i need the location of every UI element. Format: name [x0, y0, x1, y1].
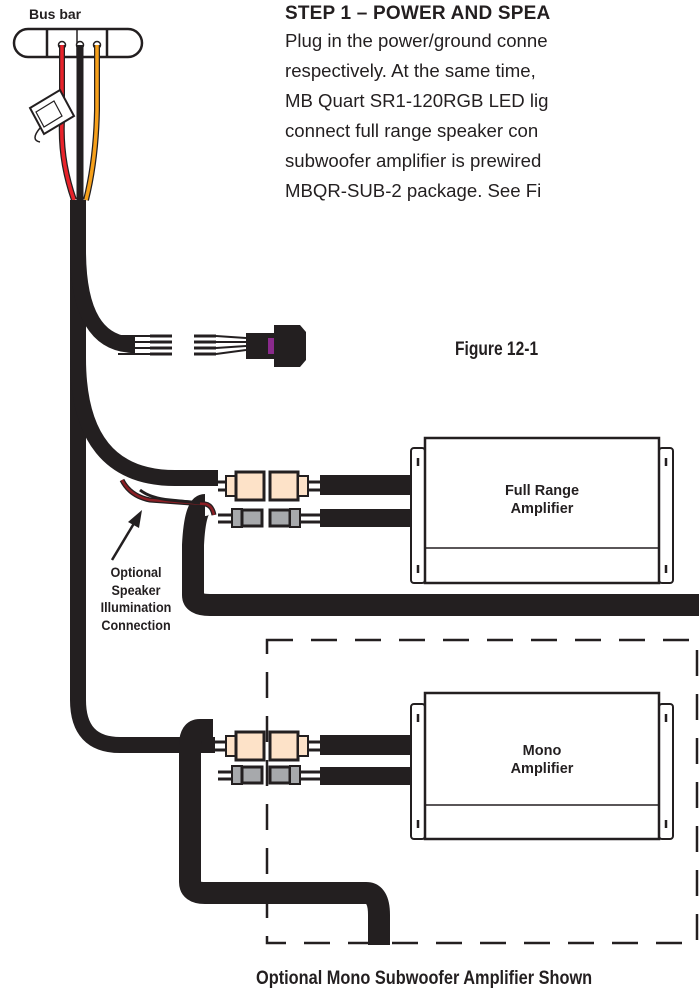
full-range-amp-label-line-2: Amplifier — [510, 501, 574, 517]
bus-bar-label: Bus bar — [29, 6, 82, 22]
mono-amp-label: Mono Amplifier — [462, 742, 622, 778]
mono-amp-label-line-2: Amplifier — [510, 761, 574, 777]
full-range-amp-label: Full Range Amplifier — [462, 482, 622, 518]
instruction-line-2: respectively. At the same time, — [285, 60, 536, 81]
full-range-connectors — [218, 470, 320, 528]
illumination-label-line-3: Illumination — [100, 599, 172, 615]
mono-amp-label-line-1: Mono — [522, 743, 562, 759]
illumination-plug-pair — [118, 325, 306, 367]
optional-box — [265, 638, 699, 945]
instruction-line-4: connect full range speaker con — [285, 120, 539, 141]
illumination-wires — [119, 478, 217, 516]
inline-fuse — [28, 88, 76, 143]
figure-caption: Optional Mono Subwoofer Amplifier Shown — [256, 968, 593, 989]
mono-connectors — [213, 730, 320, 785]
instruction-line-6: MBQR-SUB-2 package. See Fi — [285, 180, 542, 201]
wire-harness — [70, 200, 699, 945]
illumination-arrow — [110, 510, 142, 561]
instruction-line-3: MB Quart SR1-120RGB LED lig — [285, 90, 549, 111]
full-range-amp-label-line-1: Full Range — [504, 483, 580, 499]
step-heading: STEP 1 – POWER AND SPEA — [285, 3, 551, 24]
illumination-label-line-4: Connection — [101, 616, 171, 633]
full-range-amplifier — [410, 436, 674, 585]
orange-wire — [84, 45, 99, 201]
instruction-line-1: Plug in the power/ground conne — [285, 30, 548, 51]
illumination-label-line-1: Optional — [110, 564, 162, 580]
illumination-label-line-2: Speaker — [111, 581, 161, 598]
figure-label: Figure 12-1 — [455, 339, 539, 360]
instruction-line-5: subwoofer amplifier is prewired — [285, 150, 542, 171]
illumination-label: Optional Speaker Illumination Connection — [93, 564, 179, 634]
mono-amplifier — [410, 691, 674, 841]
